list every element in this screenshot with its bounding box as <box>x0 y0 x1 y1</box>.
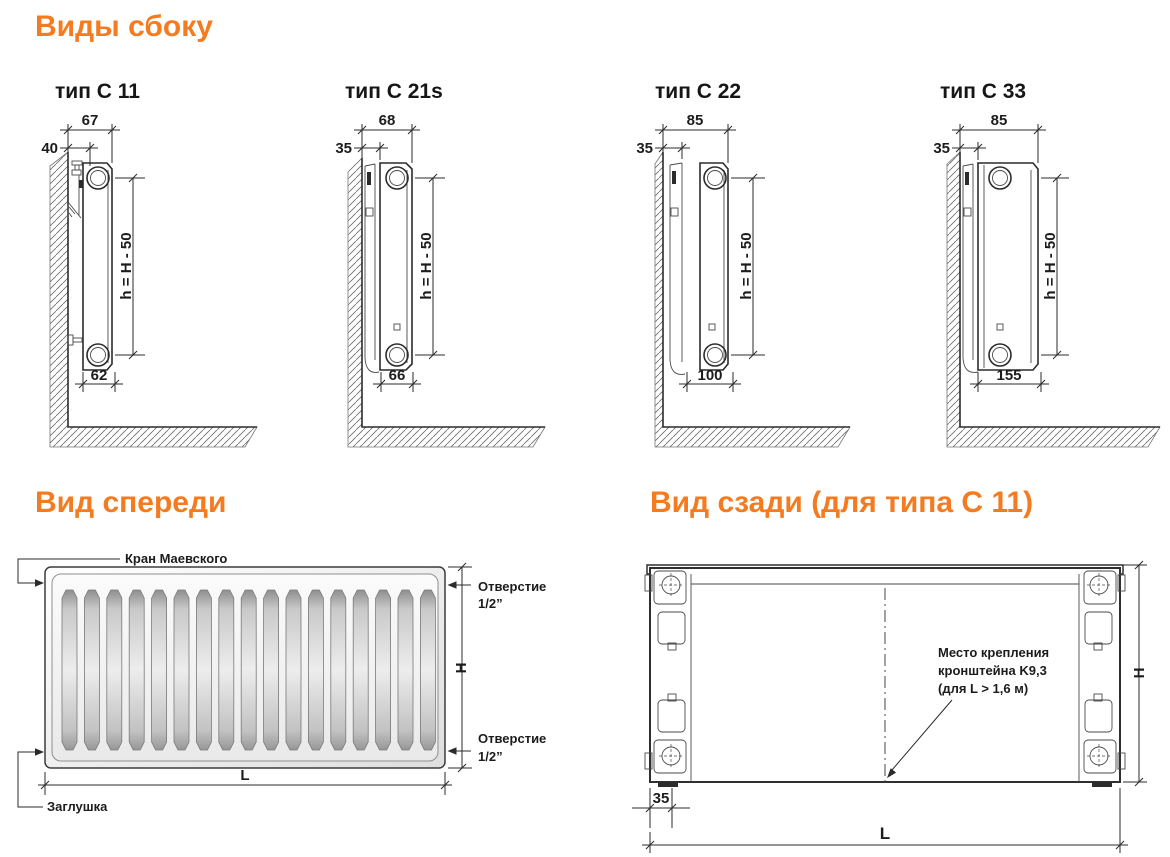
dim-bottom: 100 <box>679 367 741 392</box>
dim-top: 67 <box>60 112 120 163</box>
convector-fin <box>669 162 686 375</box>
note-line-2: кронштейна K9,3 <box>938 663 1047 678</box>
section-title-side-views: Виды сбоку <box>35 10 213 43</box>
dim-top-value: 85 <box>687 112 704 129</box>
dim-top: 85 <box>655 112 736 163</box>
dim-offset: 35 <box>632 788 690 828</box>
bottom-screw <box>67 334 83 346</box>
dim-wall-value: 35 <box>335 140 352 157</box>
dim-wall: 35 <box>335 140 388 160</box>
dim-wall-value: 40 <box>41 140 58 157</box>
type-label-c21s: тип C 21s <box>345 80 443 103</box>
dim-height: h = H - 50 <box>731 173 765 360</box>
dim-top: 85 <box>952 112 1046 163</box>
bleed-valve-label: Кран Маевского <box>125 551 227 566</box>
plug-callout: Заглушка <box>17 748 108 814</box>
dim-length-value: L <box>240 767 249 784</box>
bracket-slots-bottom-left <box>644 693 687 774</box>
wall-bracket <box>67 160 83 219</box>
hole-label: Отверстие <box>478 731 546 746</box>
type-label-c22: тип C 22 <box>655 80 742 103</box>
dim-wall: 40 <box>41 140 98 166</box>
bracket-slots-top-right <box>1083 570 1126 651</box>
dim-bottom: 155 <box>970 367 1049 392</box>
dim-top: 68 <box>354 112 420 163</box>
dim-height-value: H <box>453 663 470 674</box>
dim-bottom: 62 <box>75 367 123 392</box>
dim-bottom-value: 66 <box>389 367 406 384</box>
dim-offset-value: 35 <box>653 790 670 807</box>
convector-fin <box>364 163 380 373</box>
wall-and-floor <box>347 157 546 448</box>
dim-height-value: h = H - 50 <box>1042 232 1059 299</box>
dim-top-value: 68 <box>379 112 396 129</box>
convector-fin <box>962 163 979 373</box>
bracket-slots-top-left <box>644 570 687 651</box>
dim-wall: 35 <box>933 140 986 160</box>
hole-callout-bottom: Отверстие 1/2” <box>447 731 546 764</box>
bracket-slots-bottom-right <box>1083 693 1126 774</box>
dim-wall-value: 35 <box>636 140 653 157</box>
dim-height: h = H - 50 <box>1041 173 1069 360</box>
dim-length-value: L <box>880 824 890 843</box>
hole-size-label: 1/2” <box>478 749 503 764</box>
radiator-panel <box>379 162 413 371</box>
side-view-c22-drawing: 85 35 h = H - 50 100 <box>636 112 851 448</box>
dim-height: H <box>1123 560 1148 787</box>
radiator-panel <box>699 162 729 371</box>
dim-height-value: h = H - 50 <box>418 232 435 299</box>
side-view-c11-drawing: 67 40 h = H - 50 62 <box>41 112 258 448</box>
bracket-mount-note: Место крепления кронштейна K9,3 (для L >… <box>887 645 1049 778</box>
type-label-c11: тип C 11 <box>55 80 140 103</box>
hole-size-label: 1/2” <box>478 596 503 611</box>
dim-height-value: h = H - 50 <box>118 232 135 299</box>
wall-and-floor <box>49 151 258 448</box>
front-view-drawing: Кран Маевского <box>17 551 546 814</box>
panel-grooves <box>61 589 436 751</box>
note-line-3: (для L > 1,6 м) <box>938 681 1028 696</box>
radiator-panel <box>82 162 113 371</box>
side-view-c33-drawing: 85 35 h = H - 50 155 <box>933 112 1161 448</box>
dim-height: h = H - 50 <box>115 173 145 360</box>
radiator-front-panel <box>44 566 446 769</box>
dim-top-value: 67 <box>82 112 99 129</box>
dim-length: L <box>642 788 1128 853</box>
dim-height: H <box>448 562 472 773</box>
dim-wall: 35 <box>636 140 690 159</box>
type-label-c33: тип C 33 <box>940 80 1027 103</box>
side-view-c21s-drawing: 68 35 h = H - 50 66 <box>335 112 546 448</box>
dim-height-value: H <box>1131 668 1148 679</box>
dim-bottom: 66 <box>373 367 421 392</box>
dim-top-value: 85 <box>991 112 1008 129</box>
dim-height-value: h = H - 50 <box>738 232 755 299</box>
dim-wall-value: 35 <box>933 140 950 157</box>
bleed-valve-callout: Кран Маевского <box>17 551 227 587</box>
plug-label: Заглушка <box>47 799 108 814</box>
note-line-1: Место крепления <box>938 645 1049 660</box>
dim-height: h = H - 50 <box>415 173 445 360</box>
dim-bottom-value: 155 <box>996 367 1021 384</box>
dim-bottom-value: 62 <box>91 367 108 384</box>
back-view-drawing: Место крепления кронштейна K9,3 (для L >… <box>632 560 1148 853</box>
section-title-front-view: Вид спереди <box>35 486 227 519</box>
section-title-back-view: Вид сзади (для типа C 11) <box>650 486 1034 519</box>
dim-length: L <box>38 767 452 795</box>
hole-callout-top: Отверстие 1/2” <box>447 579 546 611</box>
radiator-panel <box>977 162 1039 371</box>
hole-label: Отверстие <box>478 579 546 594</box>
dim-bottom-value: 100 <box>697 367 722 384</box>
